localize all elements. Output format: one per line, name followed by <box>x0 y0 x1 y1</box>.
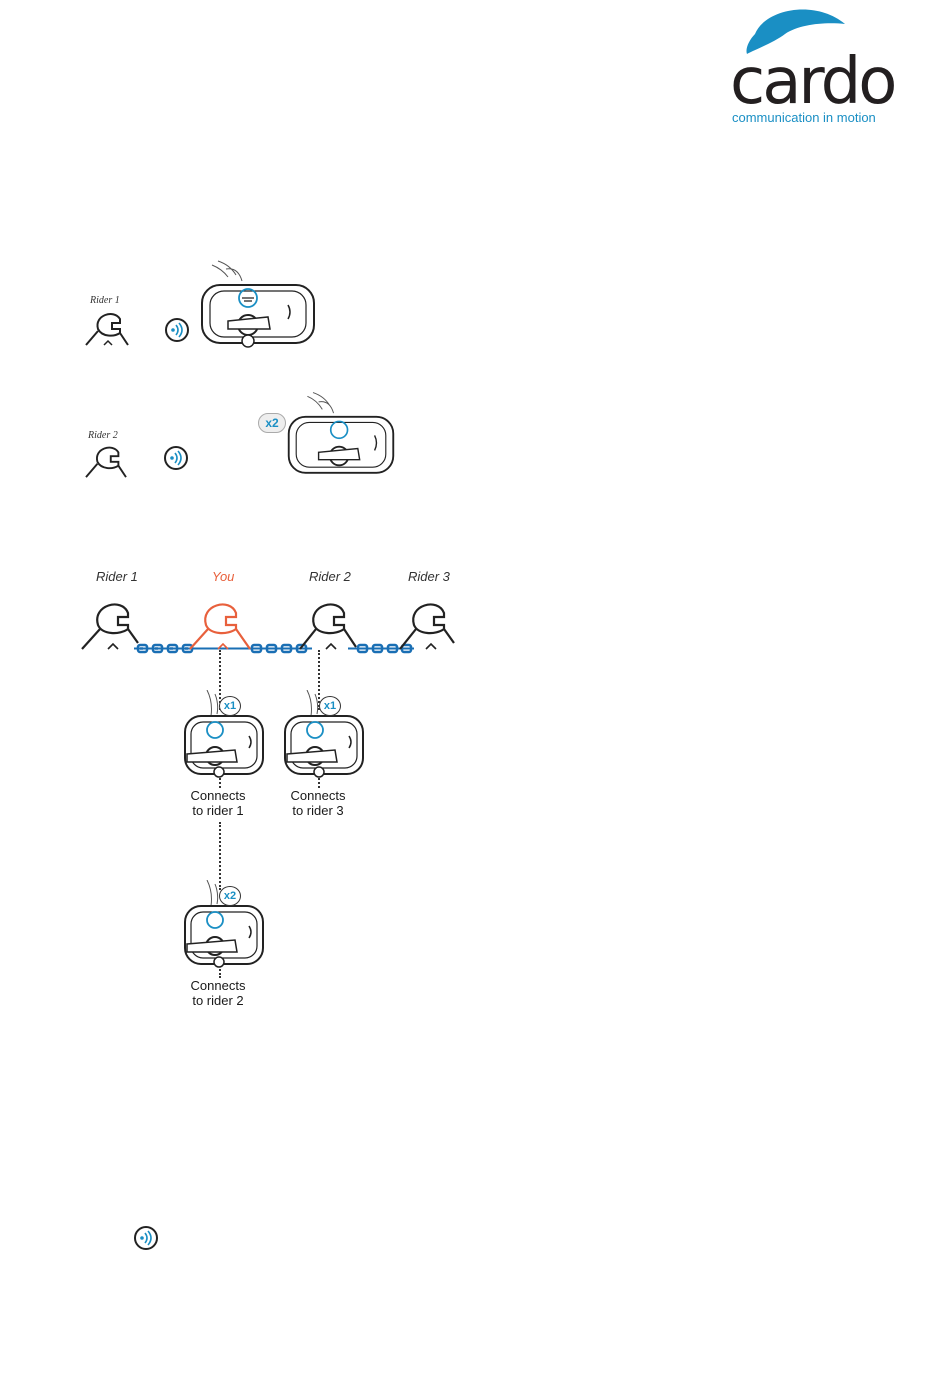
rider-2-helmet-icon <box>300 604 356 649</box>
action-connect-rider-1: x1 Connects to rider 1 <box>175 690 275 820</box>
step-1-illustration: Rider 1 <box>80 255 320 355</box>
step-2-illustration: Rider 2 x2 <box>80 385 400 485</box>
action-caption: Connects to rider 2 <box>173 978 263 1008</box>
caption-line: Connects <box>173 978 263 993</box>
rider-3-helmet-icon <box>400 604 454 649</box>
caption-line: to rider 1 <box>173 803 263 818</box>
intercom-signal-icon <box>163 445 189 471</box>
logo-wordmark: cardo <box>730 50 894 114</box>
chain-links <box>80 591 460 665</box>
rider-helmet-icon <box>84 439 128 479</box>
press-count-badge: x2 <box>258 413 286 433</box>
you-helmet-icon <box>190 604 250 649</box>
chain-rider-3-label: Rider 3 <box>408 569 450 584</box>
action-caption: Connects to rider 3 <box>273 788 363 818</box>
caption-line: Connects <box>273 788 363 803</box>
press-count-badge: x1 <box>219 696 241 716</box>
chain-you-label: You <box>212 569 234 584</box>
logo-tagline: communication in motion <box>732 110 876 125</box>
rider-1-helmet-icon <box>82 604 138 649</box>
intercom-signal-icon <box>164 317 190 343</box>
caption-line: to rider 2 <box>173 993 263 1008</box>
press-count-badge: x1 <box>319 696 341 716</box>
caption-line: Connects <box>173 788 263 803</box>
rider-helmet-icon <box>84 305 130 347</box>
cardo-logo: cardo communication in motion <box>725 4 895 124</box>
press-count-badge: x2 <box>219 886 241 906</box>
action-connect-rider-3: x1 Connects to rider 3 <box>275 690 375 820</box>
caption-line: to rider 3 <box>273 803 363 818</box>
intercom-signal-icon <box>133 1225 159 1251</box>
action-connect-rider-2: x2 Connects to rider 2 <box>175 880 275 1010</box>
action-caption: Connects to rider 1 <box>173 788 263 818</box>
device-press-icon <box>285 390 397 480</box>
chain-rider-1-label: Rider 1 <box>96 569 138 584</box>
device-press-icon <box>198 255 318 350</box>
chain-rider-2-label: Rider 2 <box>309 569 351 584</box>
rider-chain-diagram: Rider 1 You Rider 2 Rider 3 <box>80 565 460 665</box>
